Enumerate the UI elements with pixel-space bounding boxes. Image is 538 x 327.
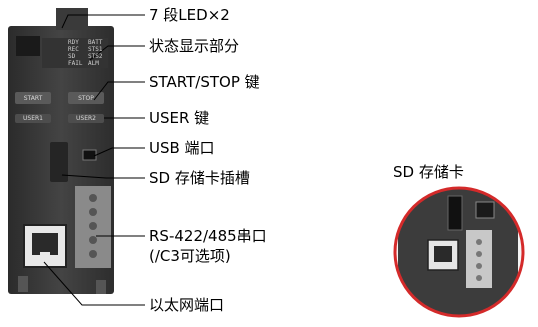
callout-usb-port: USB 端口 [149,139,215,157]
start-button-label: START [23,95,43,102]
start-button [15,92,51,104]
led-label-sts1: STS1 [88,46,103,53]
callout-user-key: USER 键 [149,109,210,127]
led-7seg-display [16,36,40,56]
user2-button-label: USER2 [76,115,96,122]
rs-terminal-screws [89,194,97,258]
callout-rs-port-line1: RS-422/485串口 [149,227,267,245]
mount-clip-right [96,280,106,294]
status-led-panel [42,38,108,68]
callout-sd-slot: SD 存储卡插槽 [149,169,250,187]
stop-button-label: STOP [78,95,94,102]
usb-port [82,149,97,161]
led-label-rdy: RDY [68,39,79,46]
user1-button-label: USER1 [23,115,43,122]
mount-clip-left [18,276,28,292]
callout-status-display: 状态显示部分 [149,37,240,55]
led-label-rec: REC [68,46,79,53]
callout-led-7seg: 7 段LED×2 [149,6,230,24]
user1-button [15,114,51,123]
callout-start-stop-key: START/STOP 键 [149,73,260,91]
top-tab [56,8,88,30]
magnifier-ring [393,186,525,318]
led-label-sts2: STS2 [88,53,103,60]
ethernet-latch [40,252,50,258]
user2-button [68,114,104,123]
ethernet-port-inner [32,233,58,255]
led-label-batt: BATT [88,39,103,46]
callout-sd-card: SD 存储卡 [393,163,464,181]
led-label-alm: ALM [88,60,99,67]
sd-card-inset [393,186,525,318]
controller-unit [8,8,114,294]
callout-rs-port-line2: (/C3可选项) [149,247,231,265]
stop-button [68,92,104,104]
inset-sd-card [447,195,463,231]
callout-ethernet-port: 以太网端口 [149,296,225,314]
sd-slot [50,142,68,182]
led-label-fail: FAIL [68,60,83,67]
led-label-sd: SD [68,53,76,60]
